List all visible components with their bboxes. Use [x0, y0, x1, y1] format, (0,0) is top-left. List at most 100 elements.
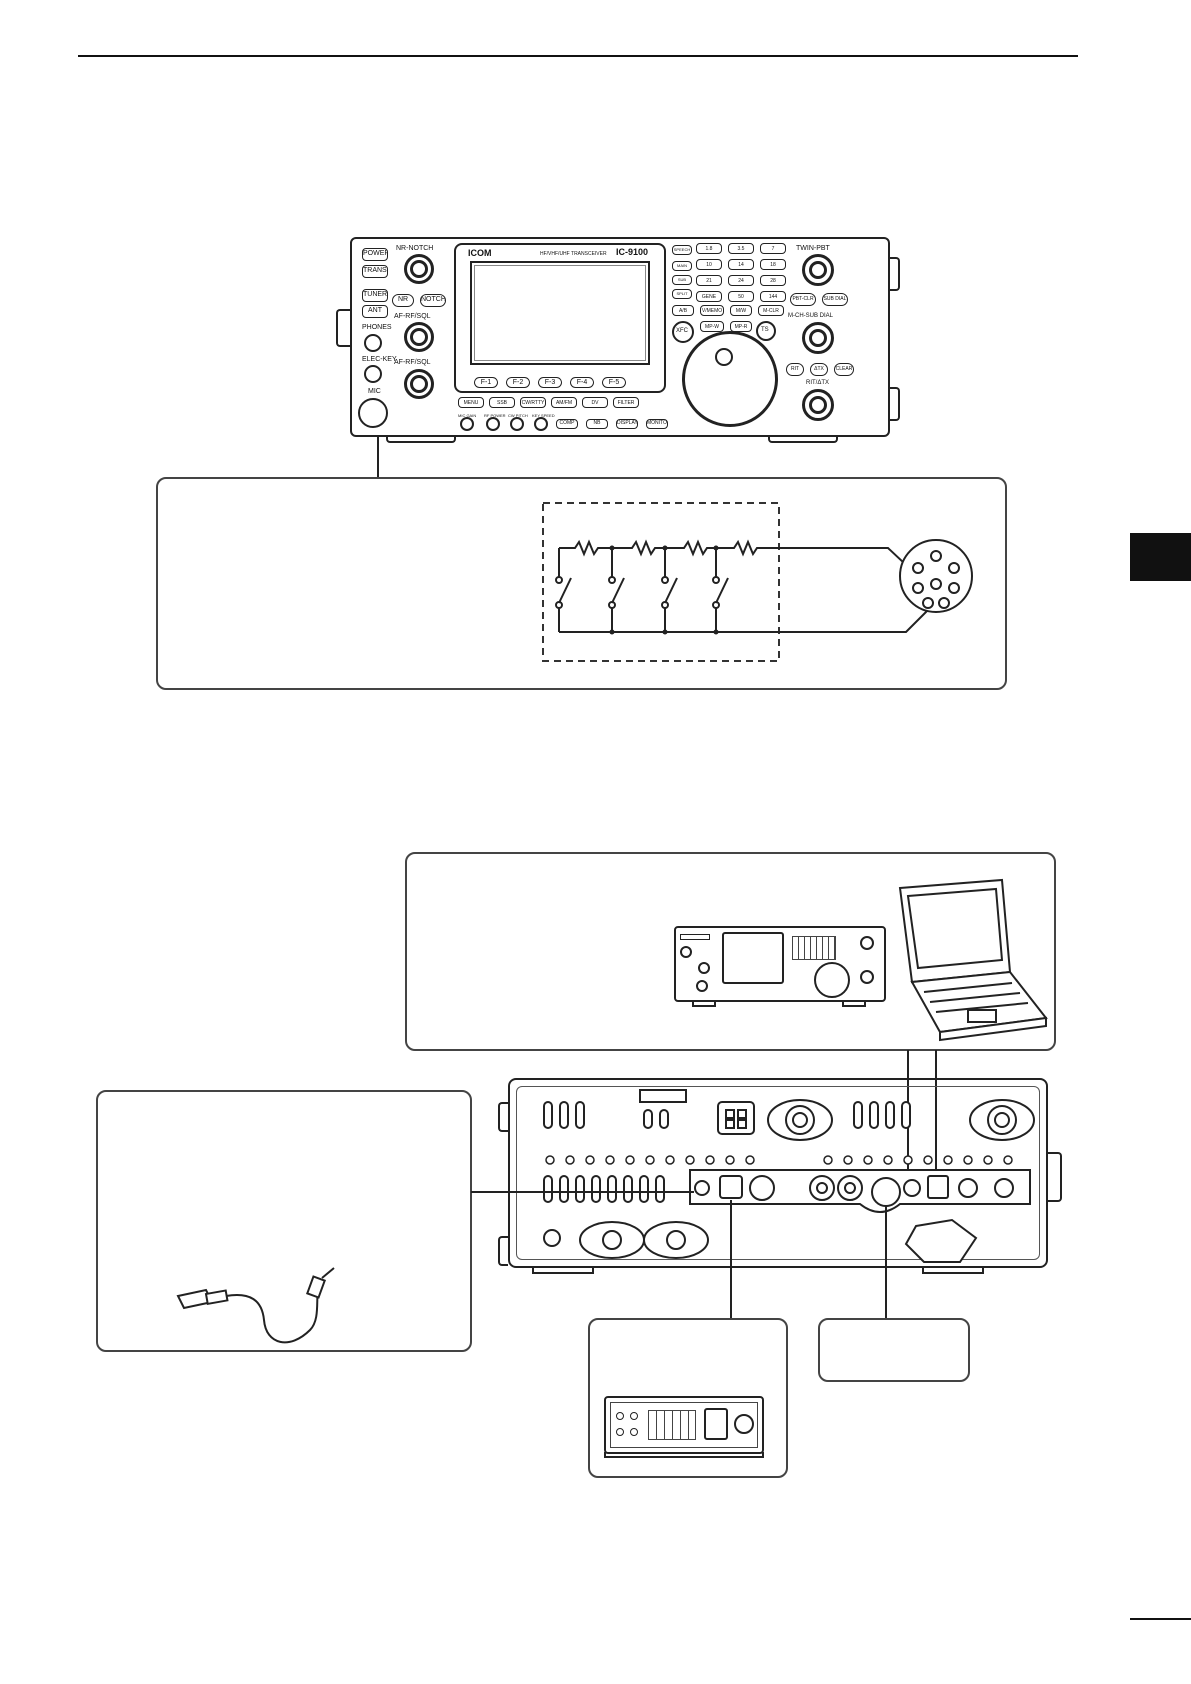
- rit-button[interactable]: RIT: [786, 363, 804, 376]
- mic-circuit-box: [156, 477, 1007, 690]
- sub-key[interactable]: SUB: [672, 275, 692, 285]
- clear-button[interactable]: CLEAR: [834, 363, 854, 376]
- keypad-key-7[interactable]: 7: [760, 243, 786, 254]
- accessory-connection-box: [818, 1318, 970, 1382]
- v-memo-key[interactable]: V/MEMO: [700, 305, 724, 316]
- main-key[interactable]: MAIN: [672, 261, 692, 271]
- af-rf-sub-knob[interactable]: [404, 369, 434, 399]
- tuner-button[interactable]: TUNER: [362, 289, 388, 302]
- delta-tx-button[interactable]: ΔTX: [810, 363, 828, 376]
- f3-key[interactable]: F-3: [538, 377, 562, 388]
- key-speed-label: KEY SPEED: [532, 413, 555, 418]
- ssb-key[interactable]: SSB: [489, 397, 515, 408]
- mic-gain-knob[interactable]: [460, 417, 474, 431]
- model-name: IC-9100: [616, 247, 649, 257]
- model-subtitle: HF/VHF/UHF TRANSCEIVER: [540, 251, 607, 257]
- f1-key[interactable]: F-1: [474, 377, 498, 388]
- phones-jack[interactable]: [364, 334, 382, 352]
- twin-pbt-knob[interactable]: [802, 254, 834, 286]
- keypad-key-14[interactable]: 14: [728, 259, 754, 270]
- nr-button[interactable]: NR: [392, 294, 414, 307]
- comp-button[interactable]: COMP: [556, 419, 578, 429]
- rf-power-knob[interactable]: [486, 417, 500, 431]
- keypad-key-gene[interactable]: GENE: [696, 291, 722, 302]
- rit-tx-label: RIT/ΔTX: [806, 380, 830, 386]
- menu-key[interactable]: MENU: [458, 397, 484, 408]
- cw-rtty-key[interactable]: CW/RTTY: [520, 397, 546, 408]
- key-speed-knob[interactable]: [534, 417, 548, 431]
- dv-key[interactable]: DV: [582, 397, 608, 408]
- right-handle-top: [890, 257, 900, 291]
- pbt-clr-button[interactable]: PBT-CLR: [790, 293, 816, 306]
- f2-key[interactable]: F-2: [506, 377, 530, 388]
- twin-pbt-label: TWIN-PBT: [796, 245, 830, 252]
- mic-connector[interactable]: [358, 398, 388, 428]
- keypad-key-21[interactable]: 21: [696, 275, 722, 286]
- keypad-key-28[interactable]: 28: [760, 275, 786, 286]
- top-rule: [78, 55, 1078, 57]
- main-tuning-dial[interactable]: [682, 331, 778, 427]
- mp-w-key[interactable]: MP-W: [700, 321, 724, 332]
- keypad-key-24[interactable]: 24: [728, 275, 754, 286]
- display-bezel: [454, 243, 666, 393]
- keypad-key-3-5[interactable]: 3.5: [728, 243, 754, 254]
- lcd-screen-inner: [474, 265, 646, 361]
- keypad-key-144[interactable]: 144: [760, 291, 786, 302]
- cable-connection-box: [96, 1090, 472, 1352]
- left-handle: [336, 309, 350, 347]
- cw-pitch-knob[interactable]: [510, 417, 524, 431]
- rf-power-label: RF POWER: [484, 413, 506, 418]
- a-b-key[interactable]: A/B: [672, 305, 694, 316]
- monitor-button[interactable]: MONITOR: [646, 419, 668, 429]
- nb-button[interactable]: NB: [586, 419, 608, 429]
- f4-key[interactable]: F-4: [570, 377, 594, 388]
- lcd-screen: [470, 261, 650, 365]
- keypad-grid: 1.8 3.5 7 10 14 18 21 24 28 GENE 50 144: [696, 243, 786, 303]
- am-fm-key[interactable]: AM/FM: [551, 397, 577, 408]
- keypad-key-1-8[interactable]: 1.8: [696, 243, 722, 254]
- mic-label: MIC: [368, 388, 381, 395]
- elec-key-jack[interactable]: [364, 365, 382, 383]
- m-w-key[interactable]: M/W: [730, 305, 752, 316]
- keypad-key-18[interactable]: 18: [760, 259, 786, 270]
- mch-subdial-label: M-CH-SUB DIAL: [788, 313, 834, 319]
- ts-button[interactable]: [756, 321, 776, 341]
- xfc-label: XFC: [676, 328, 688, 334]
- split-key[interactable]: SPLIT: [672, 289, 692, 299]
- sub-dial-button[interactable]: SUB DIAL: [822, 293, 848, 306]
- m-clr-key[interactable]: M-CLR: [758, 305, 784, 316]
- notch-button[interactable]: NOTCH: [420, 294, 446, 307]
- phones-label: PHONES: [362, 324, 392, 331]
- tnc-connection-box: [588, 1318, 788, 1478]
- speech-key[interactable]: SPEECH: [672, 245, 692, 255]
- cw-pitch-label: CW PITCH: [508, 413, 528, 418]
- nr-notch-knob[interactable]: [404, 254, 434, 284]
- foot-left: [386, 435, 456, 443]
- transceiver-rear-panel: [498, 1078, 1064, 1278]
- filter-key[interactable]: FILTER: [613, 397, 639, 408]
- mch-subdial-knob[interactable]: [802, 322, 834, 354]
- xfc-button[interactable]: [672, 321, 694, 343]
- f5-key[interactable]: F-5: [602, 377, 626, 388]
- small-transceiver-illustration: [674, 926, 886, 1008]
- power-button[interactable]: POWER: [362, 248, 388, 261]
- af-rf-main-label: AF-RF/SQL: [394, 313, 431, 320]
- af-rf-main-knob[interactable]: [404, 322, 434, 352]
- page-number-rule: [1130, 1618, 1191, 1620]
- elec-key-label: ELEC-KEY: [362, 356, 397, 363]
- chapter-tab: [1130, 533, 1191, 581]
- ts-label: TS: [761, 327, 769, 333]
- brand-logo: ICOM: [468, 248, 492, 258]
- keypad-key-10[interactable]: 10: [696, 259, 722, 270]
- af-rf-sub-label: AF-RF/SQL: [394, 359, 431, 366]
- ant-button[interactable]: ANT: [362, 305, 388, 318]
- display-button[interactable]: DISPLAY: [616, 419, 638, 429]
- transmit-button[interactable]: TRANSMIT: [362, 265, 388, 278]
- mic-gain-label: MIC GAIN: [458, 413, 477, 418]
- rit-tx-knob[interactable]: [802, 389, 834, 421]
- right-handle-bottom: [890, 387, 900, 421]
- foot-right: [768, 435, 838, 443]
- nr-notch-label: NR-NOTCH: [396, 245, 434, 252]
- transceiver-front-panel: POWER TRANSMIT TUNER ANT PHONES ELEC-KEY…: [336, 237, 900, 447]
- keypad-key-50[interactable]: 50: [728, 291, 754, 302]
